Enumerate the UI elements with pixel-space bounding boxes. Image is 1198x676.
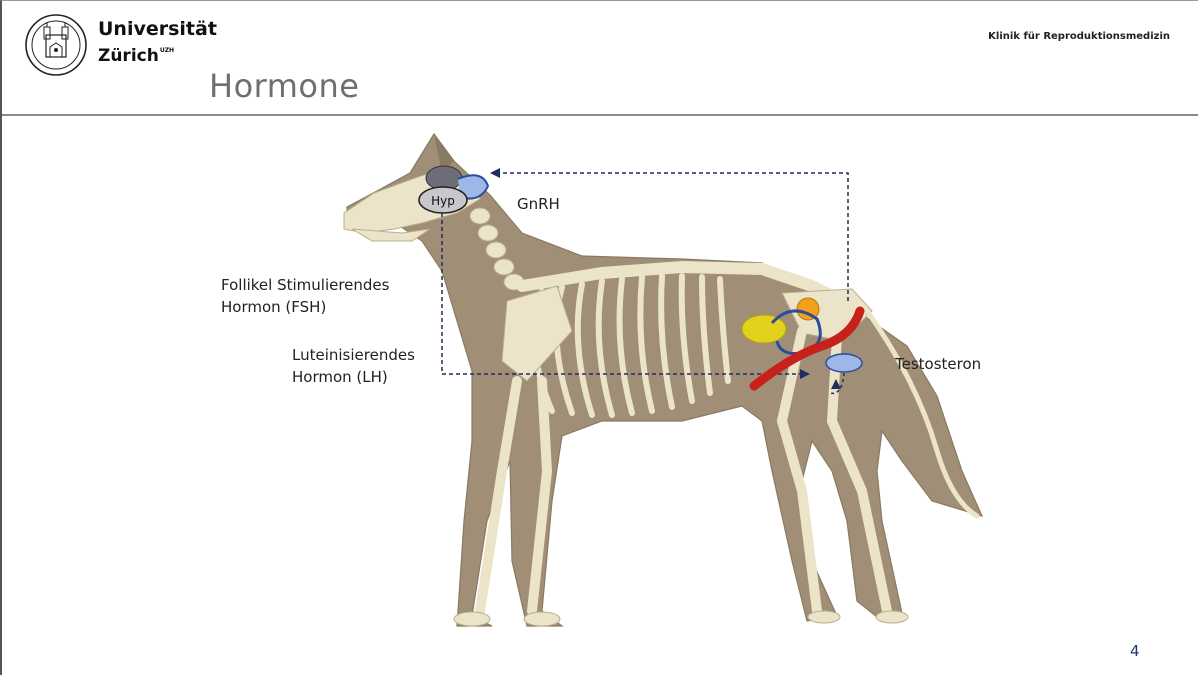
lh-label: Luteinisierendes Hormon (LH)	[292, 344, 415, 388]
testis-yellow	[742, 315, 786, 343]
fsh-label-line1: Follikel Stimulierendes	[221, 274, 389, 296]
prostate-blue	[826, 354, 862, 372]
testosteron-label: Testosteron	[895, 353, 981, 375]
page-number: 4	[1130, 642, 1140, 660]
gnrh-arrowhead-icon	[490, 168, 500, 178]
hyp-label: Hyp	[431, 194, 455, 208]
gnrh-label: GnRH	[517, 193, 560, 215]
lh-label-line1: Luteinisierendes	[292, 344, 415, 366]
paws	[454, 611, 908, 626]
fsh-label-line2: Hormon (FSH)	[221, 296, 389, 318]
lh-label-line2: Hormon (LH)	[292, 366, 415, 388]
fsh-label: Follikel Stimulierendes Hormon (FSH)	[221, 274, 389, 318]
